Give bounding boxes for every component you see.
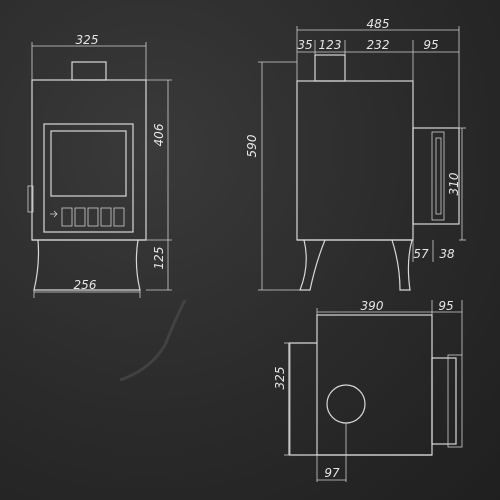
control-slot bbox=[100, 207, 112, 227]
side-body bbox=[296, 80, 414, 241]
dim-front-width: 325 bbox=[76, 33, 99, 47]
dim-side-seg-c: 232 bbox=[367, 38, 390, 52]
dim-side-foot-b: 38 bbox=[439, 247, 455, 261]
dim-top-flue: 97 bbox=[324, 466, 340, 480]
dim-top-width: 390 bbox=[361, 299, 384, 313]
side-leg-rear bbox=[391, 239, 413, 291]
front-door bbox=[43, 123, 134, 233]
arrow-icon-head bbox=[53, 210, 58, 218]
front-window bbox=[50, 130, 127, 197]
top-body bbox=[316, 314, 433, 456]
side-leg-front bbox=[299, 239, 326, 291]
side-view: 485 35 123 232 95 590 310 57 38 bbox=[245, 17, 466, 291]
side-door bbox=[412, 127, 460, 225]
front-body bbox=[31, 79, 147, 241]
dim-top-depth: 325 bbox=[273, 367, 287, 390]
dim-side-seg-b: 123 bbox=[319, 38, 342, 52]
dim-side-depth: 485 bbox=[367, 17, 390, 31]
side-handle bbox=[431, 131, 445, 221]
control-slot bbox=[113, 207, 125, 227]
top-handle-grip bbox=[447, 354, 463, 448]
dim-front-base: 256 bbox=[74, 278, 97, 292]
top-front bbox=[288, 342, 318, 456]
dim-front-legs: 125 bbox=[152, 247, 166, 270]
dim-side-foot-a: 57 bbox=[413, 247, 429, 261]
control-slot bbox=[74, 207, 86, 227]
dim-side-seg-a: 35 bbox=[297, 38, 312, 52]
front-legs bbox=[33, 239, 141, 291]
flue-circle bbox=[326, 384, 366, 424]
dim-side-handle: 310 bbox=[447, 172, 461, 195]
side-handle-grip bbox=[435, 137, 442, 215]
front-handle bbox=[27, 185, 34, 213]
control-slot bbox=[61, 207, 73, 227]
top-view: 390 95 325 97 bbox=[273, 299, 463, 482]
dim-side-height: 590 bbox=[245, 134, 259, 157]
control-slot bbox=[87, 207, 99, 227]
side-flue bbox=[314, 54, 346, 82]
front-flue bbox=[71, 61, 107, 81]
top-handle bbox=[431, 357, 457, 445]
front-view: 325 406 125 256 bbox=[27, 33, 172, 298]
dim-side-seg-d: 95 bbox=[423, 38, 438, 52]
dim-front-height: 406 bbox=[152, 123, 166, 146]
chalk-smudge bbox=[119, 299, 187, 382]
dim-top-handle: 95 bbox=[438, 299, 453, 313]
